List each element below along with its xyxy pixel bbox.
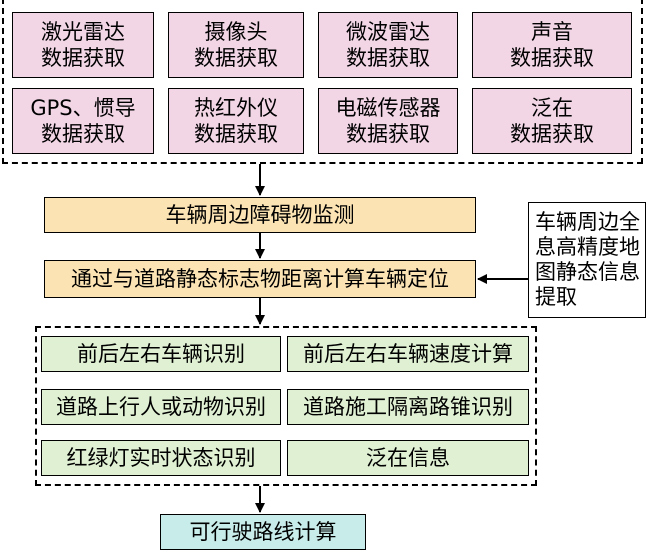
hd-map-info-label: 车辆周边全 息高精度地 图静态信息 提取 <box>535 209 640 310</box>
sensor-sound-box: 声音 数据获取 <box>472 12 632 78</box>
sensor-thermal-infrared-label: 热红外仪 数据获取 <box>194 95 278 146</box>
recognition-group <box>35 326 537 486</box>
sensor-camera-box: 摄像头 数据获取 <box>168 12 304 78</box>
vehicle-positioning-label: 通过与道路静态标志物距离计算车辆定位 <box>71 266 449 291</box>
hd-map-info-box: 车辆周边全 息高精度地 图静态信息 提取 <box>528 202 646 318</box>
recognition-vehicle-label: 前后左右车辆识别 <box>77 341 245 366</box>
recognition-traffic-light-box: 红绿灯实时状态识别 <box>41 440 281 476</box>
recognition-ubiquitous-info-box: 泛在信息 <box>287 440 529 476</box>
sensor-ubiquitous-label: 泛在 数据获取 <box>510 95 594 146</box>
sensor-lidar-label: 激光雷达 数据获取 <box>41 19 125 70</box>
sensor-microwave-radar-box: 微波雷达 数据获取 <box>318 12 458 78</box>
recognition-vehicle-speed-label: 前后左右车辆速度计算 <box>303 341 513 366</box>
route-calculation-box: 可行驶路线计算 <box>160 514 366 550</box>
sensor-lidar-box: 激光雷达 数据获取 <box>12 12 154 78</box>
recognition-traffic-cone-box: 道路施工隔离路锥识别 <box>287 389 529 425</box>
sensor-electromagnetic-box: 电磁传感器 数据获取 <box>318 88 458 154</box>
sensor-group <box>2 0 643 164</box>
recognition-traffic-cone-label: 道路施工隔离路锥识别 <box>303 394 513 419</box>
sensor-microwave-radar-label: 微波雷达 数据获取 <box>346 19 430 70</box>
route-calculation-label: 可行驶路线计算 <box>189 519 337 544</box>
sensor-ubiquitous-box: 泛在 数据获取 <box>472 88 632 154</box>
vehicle-positioning-box: 通过与道路静态标志物距离计算车辆定位 <box>44 260 476 298</box>
sensor-camera-label: 摄像头 数据获取 <box>194 19 278 70</box>
recognition-traffic-light-label: 红绿灯实时状态识别 <box>66 445 256 470</box>
sensor-electromagnetic-label: 电磁传感器 数据获取 <box>335 95 441 146</box>
sensor-sound-label: 声音 数据获取 <box>510 19 594 70</box>
obstacle-monitor-label: 车辆周边障碍物监测 <box>165 202 355 227</box>
sensor-thermal-infrared-box: 热红外仪 数据获取 <box>168 88 304 154</box>
recognition-pedestrian-animal-box: 道路上行人或动物识别 <box>41 389 281 425</box>
recognition-vehicle-speed-box: 前后左右车辆速度计算 <box>287 336 529 372</box>
recognition-ubiquitous-info-label: 泛在信息 <box>366 445 450 470</box>
recognition-pedestrian-animal-label: 道路上行人或动物识别 <box>56 394 266 419</box>
recognition-vehicle-box: 前后左右车辆识别 <box>41 336 281 372</box>
obstacle-monitor-box: 车辆周边障碍物监测 <box>44 197 476 233</box>
sensor-gps-ins-label: GPS、惯导 数据获取 <box>30 95 136 146</box>
sensor-gps-ins-box: GPS、惯导 数据获取 <box>12 88 154 154</box>
